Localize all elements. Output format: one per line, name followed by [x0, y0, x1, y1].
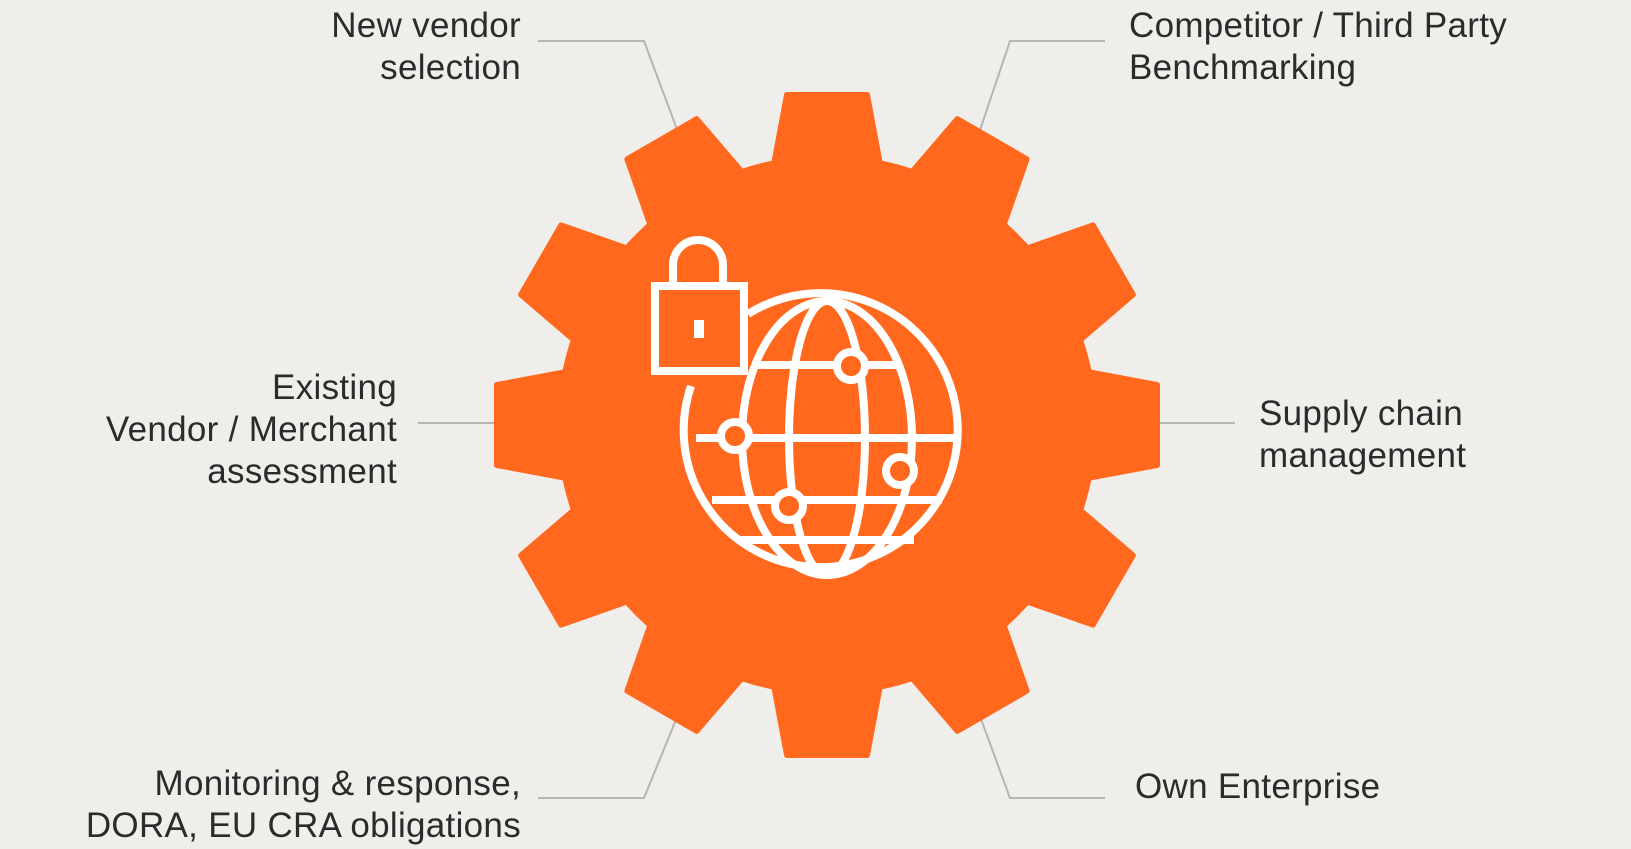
gear-tooth	[770, 92, 884, 173]
label-line: Vendor / Merchant	[105, 410, 397, 449]
padlock-icon	[651, 236, 748, 375]
label-line: Competitor / Third Party	[1129, 6, 1508, 45]
security-globe-icon	[651, 236, 962, 579]
network-node	[717, 418, 753, 454]
connector-own-enterprise	[973, 699, 1105, 799]
gear-tooth	[770, 677, 884, 758]
label-line: DORA, EU CRA obligations	[85, 806, 521, 845]
label-line: Existing	[272, 368, 397, 407]
label-line: management	[1259, 436, 1467, 475]
label-new-vendor-selection: New vendor selection	[331, 5, 521, 89]
network-node	[882, 453, 918, 489]
label-competitor-benchmarking: Competitor / Third Party Benchmarking	[1129, 5, 1507, 89]
gear-tooth	[624, 615, 750, 734]
label-line: Own Enterprise	[1135, 767, 1381, 806]
padlock-body	[651, 282, 748, 375]
gear-tooth	[1017, 502, 1136, 628]
label-line: New vendor	[331, 6, 521, 45]
gear-tooth	[624, 116, 750, 235]
padlock-keyhole	[694, 320, 704, 338]
label-monitoring-response: Monitoring & response, DORA, EU CRA obli…	[86, 763, 521, 847]
connector-lines	[418, 40, 1235, 799]
gear-tooth	[518, 222, 637, 348]
gear-tooth	[518, 502, 637, 628]
label-line: assessment	[207, 452, 397, 491]
label-existing-vendor-assessment: Existing Vendor / Merchant assessment	[106, 367, 397, 493]
label-line: Benchmarking	[1129, 48, 1357, 87]
connector-monitoring	[538, 699, 685, 799]
connector-new-vendor	[538, 40, 685, 149]
network-node	[833, 348, 869, 384]
gear-tooth	[904, 615, 1030, 734]
padlock-shackle	[669, 236, 727, 286]
gear-tooth	[904, 116, 1030, 235]
network-node-icon	[717, 348, 918, 524]
connector-competitor	[973, 40, 1105, 149]
gear-tooth	[1017, 222, 1136, 348]
gear-tooth	[494, 368, 575, 482]
label-line: Supply chain	[1259, 394, 1464, 433]
label-supply-chain-management: Supply chain management	[1259, 393, 1466, 477]
label-own-enterprise: Own Enterprise	[1135, 766, 1380, 808]
globe-outline	[679, 289, 962, 572]
label-line: Monitoring & response,	[154, 764, 521, 803]
gear-tooth	[1079, 368, 1160, 482]
network-node	[771, 488, 807, 524]
gear-teeth	[494, 92, 1160, 758]
gear-body	[557, 155, 1097, 695]
label-line: selection	[380, 48, 521, 87]
gear-icon	[494, 92, 1160, 758]
